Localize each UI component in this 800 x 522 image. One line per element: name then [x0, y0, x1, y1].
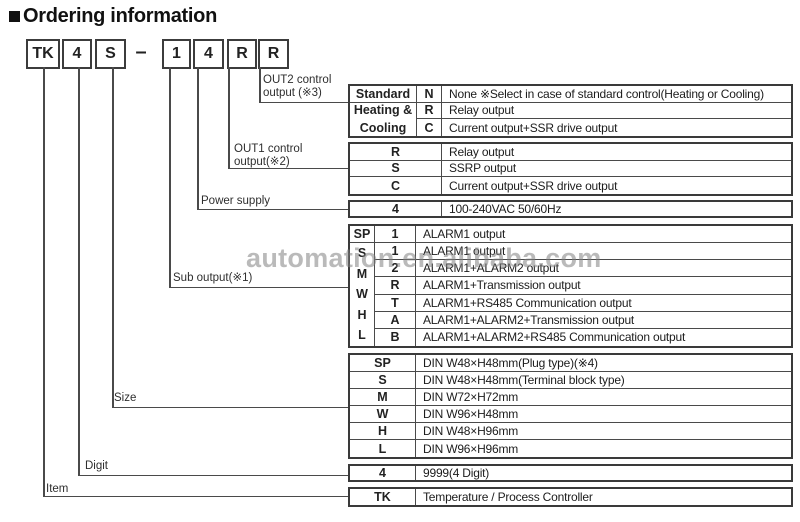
code-box-out1: R: [227, 39, 257, 69]
item-table: TK Temperature / Process Controller: [348, 487, 793, 507]
label-size: Size: [114, 392, 137, 404]
connector-vline-out2: [259, 67, 261, 103]
digit-table: 4 9999(4 Digit): [348, 464, 793, 482]
digit-desc-cell: 9999(4 Digit): [423, 466, 490, 480]
code-box-size: S: [95, 39, 126, 69]
out2-code-cell: C: [417, 119, 442, 136]
sub-code-cell: 2: [375, 260, 416, 278]
connector-hline-item: [43, 495, 348, 497]
sub-group-letter: M: [356, 266, 368, 281]
label-out2: OUT2 control output (※3): [263, 74, 331, 100]
connector-vline-out1: [228, 67, 230, 169]
out1-code-cell: R: [350, 144, 442, 161]
code-box-digit: 4: [62, 39, 92, 69]
label-out2-line2: output (※3): [263, 87, 322, 99]
sub-output-table: SP 1 ALARM1 output S M W H L 1 ALARM1 ou…: [348, 224, 793, 348]
label-out2-line1: OUT2 control: [263, 74, 332, 86]
sub-code-cell: R: [375, 277, 416, 295]
digit-code-cell: 4: [350, 466, 416, 480]
size-table: SP DIN W48×H48mm(Plug type)(※4) S DIN W4…: [348, 353, 793, 459]
sub-group-letters: S M W H L: [350, 243, 375, 346]
power-desc-cell: 100-240VAC 50/60Hz: [449, 202, 562, 216]
out2-table: Standard N None ※Select in case of stand…: [348, 84, 793, 138]
connector-hline-out2: [259, 101, 348, 103]
sub-group-sp: SP: [350, 226, 375, 244]
label-item: Item: [46, 483, 69, 495]
out2-group-cooling: Cooling: [359, 121, 407, 136]
sub-desc-cell: ALARM1+ALARM2+Transmission output: [416, 312, 791, 329]
code-box-power-supply: 4: [193, 39, 224, 69]
out1-code-cell: C: [350, 177, 442, 194]
out2-group-heating: Heating &: [353, 103, 413, 118]
label-sub-output: Sub output(※1): [173, 272, 253, 284]
sub-code-cell: B: [375, 328, 416, 346]
size-code-cell: S: [350, 372, 416, 389]
size-code-cell: M: [350, 389, 416, 406]
connector-vline-power: [197, 67, 199, 210]
item-code-cell: TK: [350, 489, 416, 505]
code-box-out2: R: [258, 39, 289, 69]
connector-vline-item: [43, 67, 45, 497]
out1-desc-cell: SSRP output: [442, 161, 791, 178]
connector-hline-size: [112, 406, 348, 408]
label-out1-line1: OUT1 control: [234, 143, 303, 155]
size-code-cell: W: [350, 406, 416, 423]
out2-desc-cell: Relay output: [442, 103, 791, 120]
out2-group-standard: Standard: [350, 86, 417, 103]
sub-group-letter: S: [357, 246, 367, 261]
page-title: Ordering information: [9, 5, 217, 28]
connector-hline-out1: [228, 167, 348, 169]
connector-hline-digit: [78, 474, 348, 476]
label-digit: Digit: [85, 460, 109, 472]
out1-table: R Relay output S SSRP output C Current o…: [348, 142, 793, 196]
size-desc-cell: DIN W48×H96mm: [416, 423, 791, 440]
sub-desc-cell: ALARM1+RS485 Communication output: [416, 295, 791, 312]
out2-desc-cell: Current output+SSR drive output: [449, 120, 618, 135]
label-power-supply: Power supply: [201, 195, 271, 207]
size-code-cell: L: [350, 440, 416, 457]
sub-desc-cell: ALARM1+ALARM2 output: [416, 260, 791, 278]
out1-desc-cell: Current output+SSR drive output: [449, 178, 618, 193]
out2-group-heating-cooling: Heating & Cooling: [350, 102, 417, 136]
connector-vline-digit: [78, 67, 80, 476]
code-separator-dash: –: [135, 40, 147, 63]
power-code-cell: 4: [350, 202, 442, 216]
out1-desc-cell: Relay output: [442, 144, 791, 161]
power-supply-table: 4 100-240VAC 50/60Hz: [348, 200, 793, 218]
sub-code-cell: 1: [375, 243, 416, 261]
out2-code-cell: R: [417, 102, 442, 120]
code-box-sub-output: 1: [162, 39, 191, 69]
label-out1-line2: output(※2): [234, 156, 290, 168]
page-title-text: Ordering information: [23, 5, 218, 27]
size-code-cell: SP: [350, 355, 416, 372]
sub-code-cell: A: [375, 311, 416, 329]
sub-desc-cell: ALARM1 output: [416, 226, 791, 244]
size-desc-cell: DIN W48×H48mm(Terminal block type): [416, 372, 791, 389]
item-desc-cell: Temperature / Process Controller: [423, 490, 593, 504]
label-out1: OUT1 control output(※2): [234, 143, 302, 169]
sub-group-letter: W: [356, 287, 368, 302]
out1-code-cell: S: [350, 160, 442, 178]
size-desc-cell: DIN W72×H72mm: [416, 389, 791, 406]
out2-desc-cell: None ※Select in case of standard control…: [442, 86, 791, 103]
size-code-cell: H: [350, 423, 416, 440]
square-bullet-icon: [9, 11, 20, 22]
size-desc-cell: DIN W96×H96mm: [423, 441, 519, 456]
code-box-item: TK: [26, 39, 60, 69]
sub-code-cell: T: [375, 294, 416, 312]
sub-code-cell: 1: [375, 226, 416, 244]
size-desc-cell: DIN W48×H48mm(Plug type)(※4): [416, 355, 791, 372]
connector-hline-power: [197, 208, 348, 210]
sub-desc-cell: ALARM1+ALARM2+RS485 Communication output: [423, 330, 686, 345]
connector-vline-sub-output: [169, 67, 171, 288]
sub-desc-cell: ALARM1+Transmission output: [416, 277, 791, 295]
connector-hline-sub-output: [169, 286, 348, 288]
connector-vline-size: [112, 67, 114, 408]
sub-group-letter: H: [357, 307, 367, 322]
out2-code-cell: N: [417, 86, 442, 103]
sub-group-letter: L: [358, 328, 366, 343]
sub-desc-cell: ALARM1 output: [416, 243, 791, 261]
size-desc-cell: DIN W96×H48mm: [416, 406, 791, 423]
